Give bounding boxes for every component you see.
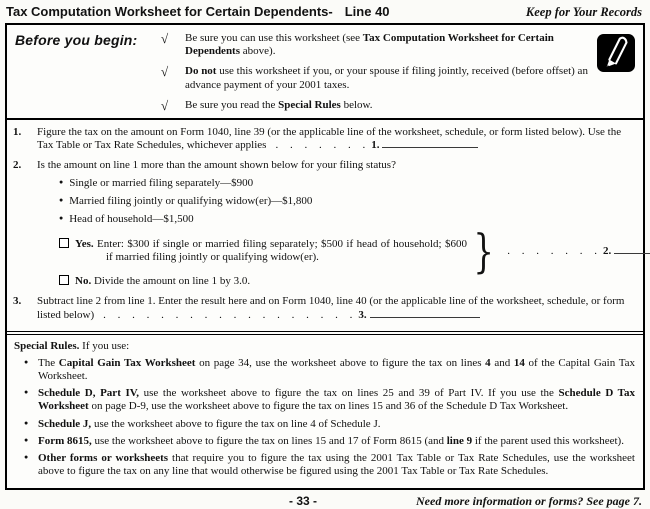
line-3-trail: . . . . . . . . . . . . . . . . . . 3. [94, 309, 480, 321]
before-you-begin-checklist: √ Be sure you can use this worksheet (se… [161, 31, 597, 113]
page-title-line-ref: Line 40 [344, 4, 390, 19]
special-rule-item: ● Form 8615, use the worksheet above to f… [14, 435, 635, 448]
line-2-entry-field[interactable] [614, 252, 650, 254]
before-you-begin-section: Before you begin: √ Be sure you can use … [7, 25, 643, 118]
checklist-item: √ Do not use this worksheet if you, or y… [161, 65, 597, 91]
page-header: Tax Computation Worksheet for Certain De… [0, 0, 650, 23]
line-3-ref: 3. [358, 308, 367, 321]
line-2-body: Is the amount on line 1 more than the am… [37, 159, 650, 288]
worksheet-box: Before you begin: √ Be sure you can use … [5, 23, 650, 491]
brace-glyph: } [473, 224, 494, 279]
keep-for-records-label: Keep for Your Records [525, 5, 642, 19]
line-1-ref: 1. [371, 139, 380, 152]
bullet-icon: ● [24, 418, 29, 427]
computation-lines: 1. Figure the tax on the amount on Form … [7, 120, 650, 331]
line-1-entry-field[interactable] [382, 147, 479, 149]
page-title-text: Tax Computation Worksheet for Certain De… [6, 4, 333, 19]
bullet-icon: ● [24, 357, 29, 366]
no-option-label: No. Divide the amount on line 1 by 3.0. [75, 275, 251, 288]
line-2-trail: . . . . . . . 2. [498, 245, 650, 258]
filing-status-options: ● Single or married filing separately—$90… [59, 177, 650, 227]
special-rule-item: ● The Capital Gain Tax Worksheet on page … [14, 357, 635, 383]
line-1-trail: . . . . . . . 1. [266, 139, 479, 152]
no-checkbox[interactable] [59, 275, 69, 286]
filing-status-option-text: Married filing jointly or qualifying wid… [69, 194, 313, 207]
filing-status-option: ● Head of household—$1,500 [59, 213, 650, 226]
checklist-item-text: Be sure you can use this worksheet (see … [185, 32, 554, 58]
filing-status-option-text: Single or married filing separately—$900 [69, 176, 254, 189]
special-rules-divider [7, 330, 643, 335]
before-you-begin-label: Before you begin: [15, 32, 138, 48]
section-divider [7, 118, 643, 121]
yes-option-label: Yes. Enter: $300 if single or married fi… [75, 237, 467, 264]
special-rule-text: Schedule J, use the worksheet above to f… [38, 417, 381, 430]
line-1-text: Figure the tax on the amount on Form 104… [37, 126, 622, 152]
bullet-icon: ● [24, 453, 29, 462]
pencil-icon [597, 32, 637, 113]
line-3: 3. Subtract line 2 from line 1. Enter th… [13, 295, 635, 321]
special-rule-item: ● Other forms or worksheets that require … [14, 452, 635, 478]
line-1-body: Figure the tax on the amount on Form 104… [37, 126, 635, 152]
bullet-icon: ● [24, 388, 29, 397]
special-rule-text: The Capital Gain Tax Worksheet on page 3… [38, 356, 636, 383]
special-rules-section: Special Rules. If you use: ● The Capital … [7, 335, 643, 489]
dots-leader: . . . . . . . [275, 139, 367, 152]
special-rule-item: ● Schedule D, Part IV, use the worksheet … [14, 387, 635, 413]
check-icon: √ [161, 64, 169, 80]
check-icon: √ [161, 31, 169, 46]
special-rule-text: Schedule D, Part IV, use the worksheet a… [38, 387, 635, 413]
line-3-entry-field[interactable] [369, 316, 480, 318]
dots-leader: . . . . . . . [507, 244, 599, 257]
line-1: 1. Figure the tax on the amount on Form … [13, 126, 635, 152]
checklist-item: √ Be sure you can use this worksheet (se… [161, 31, 597, 58]
check-icon: √ [161, 97, 169, 113]
yes-checkbox[interactable] [59, 237, 69, 248]
page-title: Tax Computation Worksheet for Certain De… [6, 4, 390, 20]
bullet-icon: ● [24, 435, 29, 444]
special-rule-item: ● Schedule J, use the worksheet above to … [14, 418, 635, 431]
line-3-number: 3. [13, 295, 22, 308]
page-number: - 33 - [288, 494, 317, 509]
bullet-icon: ● [59, 178, 64, 187]
special-rules-heading: Special Rules. If you use: [14, 339, 130, 352]
filing-status-option: ● Married filing jointly or qualifying wi… [59, 195, 650, 208]
page-footer: - 33 - Need more information or forms? S… [0, 490, 650, 508]
yes-option-row: Yes. Enter: $300 if single or married fi… [59, 224, 650, 279]
bullet-icon: ● [59, 196, 64, 205]
special-rule-text: Other forms or worksheets that require y… [38, 452, 635, 478]
checklist-item-text: Do not use this worksheet if you, or you… [185, 65, 588, 91]
line-1-number: 1. [13, 126, 22, 139]
no-option: No. Divide the amount on line 1 by 3.0. [59, 275, 650, 288]
checklist-item: √ Be sure you read the Special Rules bel… [161, 97, 597, 113]
special-rule-text: Form 8615, use the worksheet above to fi… [38, 434, 624, 447]
dots-leader: . . . . . . . . . . . . . . . . . . [103, 308, 354, 321]
bullet-icon: ● [59, 214, 64, 223]
line-2: 2. Is the amount on line 1 more than the… [13, 159, 650, 288]
line-2-number: 2. [13, 159, 22, 172]
line-2-ref: 2. [603, 244, 612, 257]
filing-status-option-text: Head of household—$1,500 [69, 212, 194, 225]
checklist-item-text: Be sure you read the Special Rules below… [185, 98, 373, 111]
line-3-text: Subtract line 2 from line 1. Enter the r… [37, 295, 625, 321]
filing-status-option: ● Single or married filing separately—$90… [59, 177, 650, 190]
line-2-question: Is the amount on line 1 more than the am… [37, 159, 396, 172]
yes-option: Yes. Enter: $300 if single or married fi… [59, 237, 467, 264]
line-3-body: Subtract line 2 from line 1. Enter the r… [37, 295, 635, 321]
